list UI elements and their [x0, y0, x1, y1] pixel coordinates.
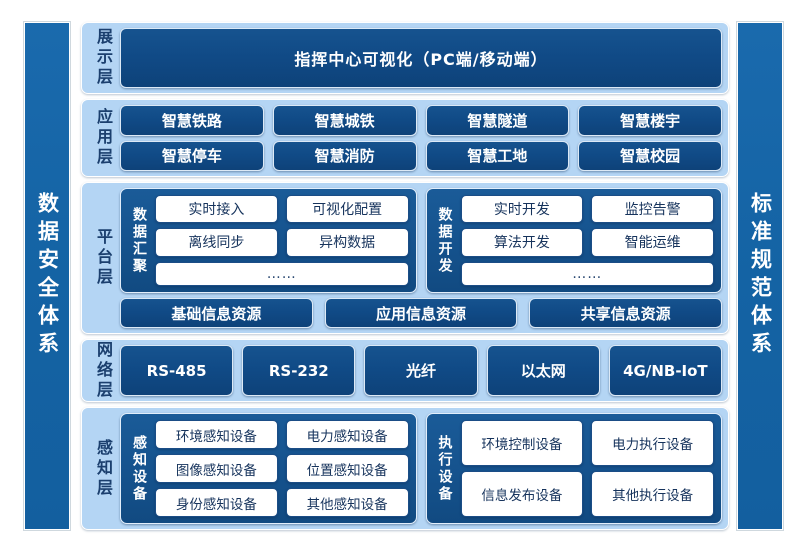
app-item-smart-firefighting[interactable]: 智慧消防 [272, 140, 417, 171]
pillar-right-label: 标准规范体系 [748, 192, 773, 360]
layer-perception-body: 感知设备 环境感知设备 电力感知设备 图像感知设备 位置感知设备 身份感知设备 … [120, 413, 722, 524]
pillar-data-security: 数据安全体系 [24, 22, 70, 530]
resource-shared-information[interactable]: 共享信息资源 [529, 298, 722, 328]
group-data-aggregation-items: 实时接入 可视化配置 离线同步 异构数据 …… [155, 195, 409, 286]
group-data-aggregation-label: 数据汇聚 [128, 195, 150, 286]
network-items: RS-485 RS-232 光纤 以太网 4G/NB-IoT [120, 345, 722, 396]
platform-item-monitoring-alarm[interactable]: 监控告警 [591, 195, 714, 224]
sensing-item-image[interactable]: 图像感知设备 [155, 454, 278, 483]
actuator-item-information-release[interactable]: 信息发布设备 [460, 471, 584, 517]
group-actuator-devices-items: 环境控制设备 电力执行设备 信息发布设备 其他执行设备 [460, 420, 714, 517]
app-item-smart-metro[interactable]: 智慧城铁 [272, 105, 417, 136]
perception-groups: 感知设备 环境感知设备 电力感知设备 图像感知设备 位置感知设备 身份感知设备 … [120, 413, 722, 524]
platform-item-heterogeneous-data[interactable]: 异构数据 [285, 228, 409, 257]
sensing-item-environment[interactable]: 环境感知设备 [155, 420, 278, 449]
network-item-rs232[interactable]: RS-232 [242, 345, 356, 396]
group-sensing-devices-label: 感知设备 [128, 420, 150, 517]
platform-item-intelligent-ops[interactable]: 智能运维 [591, 228, 714, 257]
layer-network: 网络层 RS-485 RS-232 光纤 以太网 4G/NB-IoT [81, 339, 729, 402]
presentation-banner[interactable]: 指挥中心可视化（PC端/移动端） [120, 28, 722, 88]
layer-network-label: 网络层 [86, 341, 120, 401]
layer-network-label-text: 网络层 [94, 340, 113, 401]
layer-platform-body: 数据汇聚 实时接入 可视化配置 离线同步 异构数据 …… 数 [120, 188, 722, 328]
layer-platform: 平台层 数据汇聚 实时接入 可视化配置 离线同步 异构数据 [81, 182, 729, 334]
actuator-item-other-execution[interactable]: 其他执行设备 [591, 471, 714, 517]
group-data-development-items: 实时开发 监控告警 算法开发 智能运维 …… [460, 195, 714, 286]
layer-perception-label: 感知层 [86, 413, 120, 524]
sensing-item-identity[interactable]: 身份感知设备 [155, 488, 278, 517]
layer-presentation-body: 指挥中心可视化（PC端/移动端） [120, 28, 722, 88]
group-sensing-devices-items: 环境感知设备 电力感知设备 图像感知设备 位置感知设备 身份感知设备 其他感知设… [155, 420, 409, 517]
group-data-development-label: 数据开发 [434, 195, 456, 286]
platform-item-algorithm-development[interactable]: 算法开发 [460, 228, 584, 257]
app-item-smart-building[interactable]: 智慧楼宇 [578, 105, 722, 136]
platform-item-realtime-development[interactable]: 实时开发 [460, 195, 584, 224]
group-sensing-devices-label-text: 感知设备 [131, 434, 147, 503]
layer-presentation-label: 展示层 [86, 28, 120, 88]
layer-perception-label-text: 感知层 [94, 438, 113, 499]
layer-presentation-label-text: 展示层 [94, 28, 113, 88]
app-item-smart-campus[interactable]: 智慧校园 [578, 140, 722, 171]
layer-stack: 展示层 指挥中心可视化（PC端/移动端） 应用层 智慧铁路 智慧城铁 智慧隧道 … [81, 22, 729, 530]
network-item-ethernet[interactable]: 以太网 [486, 345, 600, 396]
actuator-item-environment-control[interactable]: 环境控制设备 [460, 420, 584, 466]
platform-item-offline-sync[interactable]: 离线同步 [155, 228, 278, 257]
group-actuator-devices-label-text: 执行设备 [436, 434, 453, 503]
layer-platform-label: 平台层 [86, 188, 120, 328]
actuator-item-power-execution[interactable]: 电力执行设备 [591, 420, 714, 466]
group-sensing-devices: 感知设备 环境感知设备 电力感知设备 图像感知设备 位置感知设备 身份感知设备 … [120, 413, 417, 524]
platform-item-realtime-ingest[interactable]: 实时接入 [155, 195, 278, 224]
layer-presentation: 展示层 指挥中心可视化（PC端/移动端） [81, 22, 729, 94]
layer-application: 应用层 智慧铁路 智慧城铁 智慧隧道 智慧楼宇 智慧停车 智慧消防 智慧工地 智… [81, 99, 729, 177]
app-item-smart-tunnel[interactable]: 智慧隧道 [425, 105, 570, 136]
group-data-development-label-text: 数据开发 [436, 206, 453, 275]
platform-groups: 数据汇聚 实时接入 可视化配置 离线同步 异构数据 …… 数 [120, 188, 722, 293]
network-item-optical-fiber[interactable]: 光纤 [364, 345, 478, 396]
network-item-rs485[interactable]: RS-485 [120, 345, 234, 396]
sensing-item-other[interactable]: 其他感知设备 [285, 488, 409, 517]
platform-item-visual-config[interactable]: 可视化配置 [285, 195, 409, 224]
network-item-4g-nbiot[interactable]: 4G/NB-IoT [608, 345, 722, 396]
layer-network-body: RS-485 RS-232 光纤 以太网 4G/NB-IoT [120, 345, 722, 396]
layer-application-label-text: 应用层 [94, 108, 113, 168]
resource-application-information[interactable]: 应用信息资源 [324, 298, 518, 328]
sensing-item-power[interactable]: 电力感知设备 [285, 420, 409, 449]
resource-basic-information[interactable]: 基础信息资源 [120, 298, 313, 328]
app-item-smart-railway[interactable]: 智慧铁路 [120, 105, 264, 136]
group-actuator-devices-label: 执行设备 [434, 420, 456, 517]
layer-perception: 感知层 感知设备 环境感知设备 电力感知设备 图像感知设备 位置感知设备 [81, 407, 729, 530]
app-item-smart-construction-site[interactable]: 智慧工地 [425, 140, 570, 171]
platform-item-aggregation-more[interactable]: …… [155, 261, 409, 286]
group-data-development: 数据开发 实时开发 监控告警 算法开发 智能运维 …… [425, 188, 722, 293]
layer-application-body: 智慧铁路 智慧城铁 智慧隧道 智慧楼宇 智慧停车 智慧消防 智慧工地 智慧校园 [120, 105, 722, 171]
sensing-item-location[interactable]: 位置感知设备 [285, 454, 409, 483]
platform-resource-row: 基础信息资源 应用信息资源 共享信息资源 [120, 298, 722, 328]
group-data-aggregation: 数据汇聚 实时接入 可视化配置 离线同步 异构数据 …… [120, 188, 417, 293]
layer-application-label: 应用层 [86, 105, 120, 171]
pillar-left-label: 数据安全体系 [35, 192, 60, 360]
platform-item-development-more[interactable]: …… [460, 261, 714, 286]
layer-platform-label-text: 平台层 [94, 228, 113, 288]
group-data-aggregation-label-text: 数据汇聚 [131, 206, 147, 275]
application-grid: 智慧铁路 智慧城铁 智慧隧道 智慧楼宇 智慧停车 智慧消防 智慧工地 智慧校园 [120, 105, 722, 171]
app-item-smart-parking[interactable]: 智慧停车 [120, 140, 264, 171]
group-actuator-devices: 执行设备 环境控制设备 电力执行设备 信息发布设备 其他执行设备 [425, 413, 722, 524]
pillar-standards: 标准规范体系 [737, 22, 783, 530]
